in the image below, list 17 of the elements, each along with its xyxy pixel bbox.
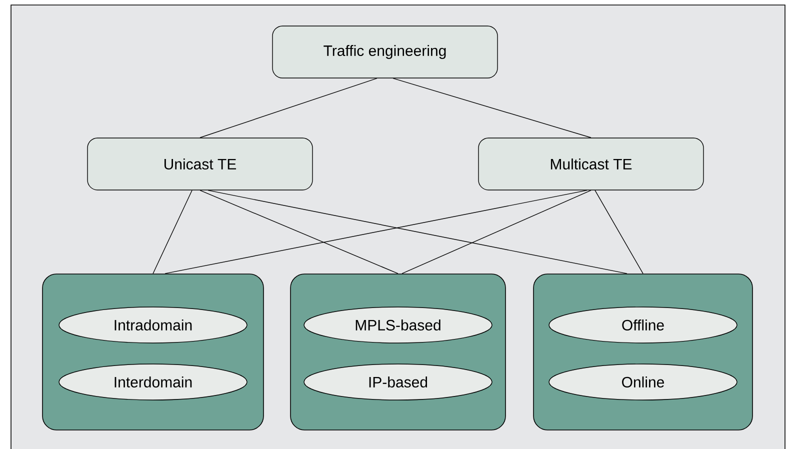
ellipse-node: IP-based <box>304 364 492 400</box>
connector-line <box>392 78 592 138</box>
ellipse-node: Intradomain <box>58 306 248 344</box>
connector-line <box>594 190 644 274</box>
ellipse-node: MPLS-based <box>304 306 492 344</box>
ellipse-node: Interdomain <box>58 364 248 400</box>
connector-line <box>200 190 398 274</box>
ellipse-node: Online <box>548 364 738 400</box>
connector-line <box>164 190 588 274</box>
connector-line <box>152 190 192 274</box>
category-box: Traffic engineering <box>272 26 498 78</box>
connector-line <box>200 78 378 138</box>
connector-line <box>208 190 628 274</box>
ellipse-node: Offline <box>548 306 738 344</box>
category-box: Multicast TE <box>478 138 704 190</box>
connector-line <box>402 190 592 274</box>
category-box: Unicast TE <box>87 138 313 190</box>
